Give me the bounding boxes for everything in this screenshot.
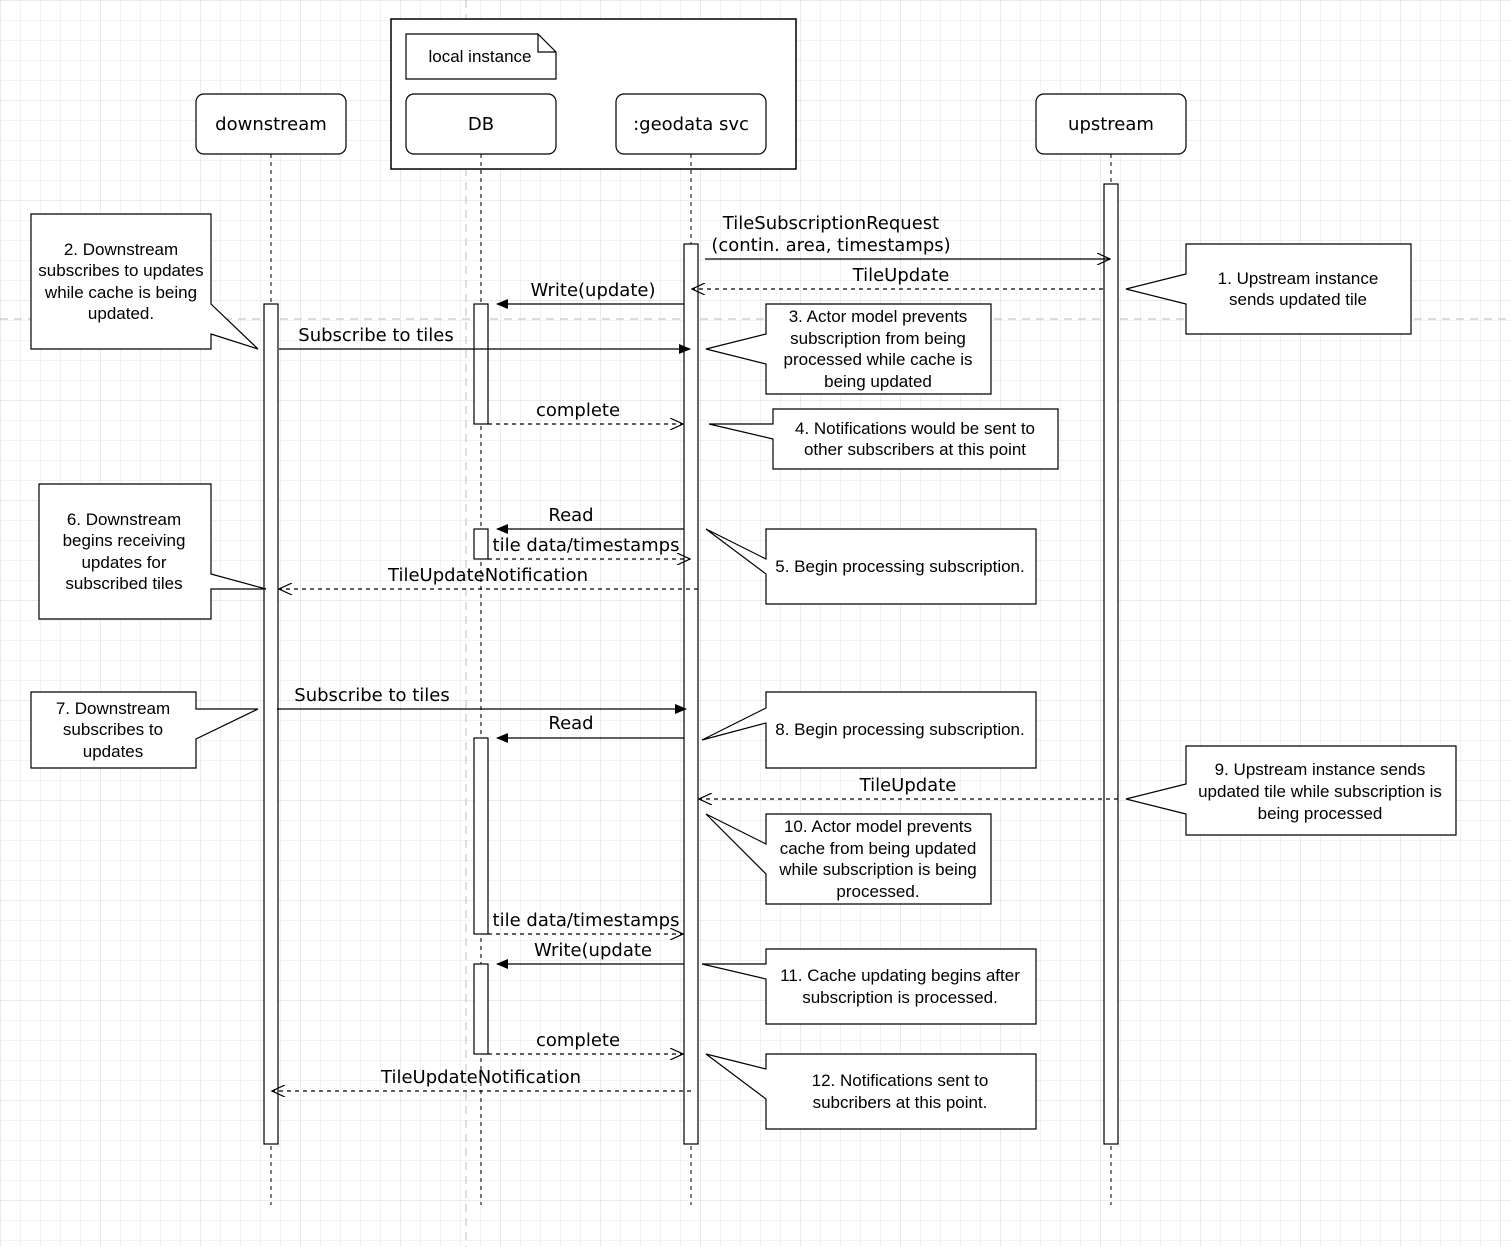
svg-text:processed while cache is: processed while cache is bbox=[784, 350, 973, 369]
note-9[interactable]: 9. Upstream instance sends updated tile … bbox=[1125, 745, 1457, 836]
svg-text:updates for: updates for bbox=[81, 553, 166, 572]
activation-geodata-svc bbox=[683, 243, 699, 1145]
participant-downstream[interactable]: downstream bbox=[195, 93, 347, 155]
frame-label-fold bbox=[537, 34, 556, 53]
note-6[interactable]: 6. Downstream begins receiving updates f… bbox=[38, 483, 267, 620]
note-3[interactable]: 3. Actor model prevents subscription fro… bbox=[705, 303, 992, 395]
svg-text:DB: DB bbox=[468, 114, 494, 135]
svg-text:2. Downstream: 2. Downstream bbox=[64, 240, 178, 259]
activation-db-3 bbox=[473, 737, 489, 935]
svg-text:1. Upstream instance: 1. Upstream instance bbox=[1218, 269, 1379, 288]
svg-text:updated tile while subscriptio: updated tile while subscription is bbox=[1198, 782, 1442, 801]
svg-text:begins receiving: begins receiving bbox=[63, 531, 186, 550]
svg-text:subcribers at this point.: subcribers at this point. bbox=[813, 1093, 988, 1112]
svg-text:cache from being updated: cache from being updated bbox=[780, 839, 977, 858]
note-4[interactable]: 4. Notifications would be sent to other … bbox=[708, 408, 1059, 470]
msg-subscribe-to-tiles-2: Subscribe to tiles bbox=[294, 685, 449, 706]
svg-text:subscribed tiles: subscribed tiles bbox=[65, 574, 182, 593]
frame-label-tag bbox=[405, 33, 557, 80]
note-1[interactable]: 1. Upstream instance sends updated tile bbox=[1125, 243, 1412, 335]
svg-text:while subscription is being: while subscription is being bbox=[778, 860, 977, 879]
msg-complete-2: complete bbox=[536, 1030, 620, 1051]
msg-tile-data-timestamps-2: tile data/timestamps bbox=[493, 910, 680, 931]
msg-tile-update-notification-1: TileUpdateNotification bbox=[387, 565, 588, 586]
msg-tile-update-notification-2: TileUpdateNotification bbox=[380, 1067, 581, 1088]
svg-text:9. Upstream instance sends: 9. Upstream instance sends bbox=[1215, 760, 1426, 779]
participant-upstream[interactable]: upstream bbox=[1035, 93, 1187, 155]
svg-text:11. Cache updating begins afte: 11. Cache updating begins after bbox=[780, 966, 1020, 985]
svg-text:5. Begin processing subscripti: 5. Begin processing subscription. bbox=[775, 557, 1024, 576]
svg-text:sends updated tile: sends updated tile bbox=[1229, 290, 1367, 309]
activation-db-4 bbox=[473, 963, 489, 1055]
svg-text::geodata svc: :geodata svc bbox=[633, 114, 749, 135]
participant-geodata-svc[interactable]: :geodata svc bbox=[615, 93, 767, 155]
msg-subscribe-to-tiles-1: Subscribe to tiles bbox=[298, 325, 453, 346]
svg-text:subscription is processed.: subscription is processed. bbox=[802, 988, 998, 1007]
svg-text:12. Notifications sent to: 12. Notifications sent to bbox=[812, 1071, 989, 1090]
svg-text:7. Downstream: 7. Downstream bbox=[56, 699, 170, 718]
msg-tile-update-1: TileUpdate bbox=[852, 265, 950, 286]
note-7[interactable]: 7. Downstream subscribes to updates bbox=[30, 691, 259, 769]
svg-text:subscription from being: subscription from being bbox=[790, 329, 966, 348]
svg-text:updates: updates bbox=[83, 742, 144, 761]
activation-downstream bbox=[263, 303, 279, 1145]
msg-complete-1: complete bbox=[536, 400, 620, 421]
participant-db[interactable]: DB bbox=[405, 93, 557, 155]
frame-label: local instance bbox=[428, 47, 531, 66]
activation-db-2 bbox=[473, 528, 489, 560]
activation-db-1 bbox=[473, 303, 489, 425]
svg-text:subscribes to updates: subscribes to updates bbox=[38, 261, 203, 280]
svg-text:upstream: upstream bbox=[1068, 114, 1154, 135]
msg-tile-data-timestamps-1: tile data/timestamps bbox=[493, 535, 680, 556]
svg-text:while cache is being: while cache is being bbox=[44, 283, 197, 302]
note-8[interactable]: 8. Begin processing subscription. bbox=[701, 691, 1037, 769]
note-5[interactable]: 5. Begin processing subscription. bbox=[705, 528, 1037, 605]
svg-text:6. Downstream: 6. Downstream bbox=[67, 510, 181, 529]
svg-text:being updated: being updated bbox=[824, 372, 932, 391]
msg-tile-subscription-request-line-2: (contin. area, timestamps) bbox=[711, 235, 950, 256]
svg-text:subscribes to: subscribes to bbox=[63, 720, 163, 739]
svg-text:being processed: being processed bbox=[1258, 804, 1383, 823]
msg-read-2: Read bbox=[548, 713, 593, 734]
activation-upstream bbox=[1103, 183, 1119, 1145]
svg-text:10. Actor model prevents: 10. Actor model prevents bbox=[784, 817, 972, 836]
note-12[interactable]: 12. Notifications sent to subcribers at … bbox=[705, 1053, 1037, 1130]
msg-tile-subscription-request-line-1: TileSubscriptionRequest bbox=[722, 213, 939, 234]
svg-text:3. Actor model prevents: 3. Actor model prevents bbox=[789, 307, 968, 326]
svg-text:updated.: updated. bbox=[88, 304, 154, 323]
msg-tile-update-2: TileUpdate bbox=[859, 775, 957, 796]
svg-text:other subscribers at this poin: other subscribers at this point bbox=[804, 440, 1026, 459]
svg-text:8. Begin processing subscripti: 8. Begin processing subscription. bbox=[775, 720, 1024, 739]
svg-text:4. Notifications would be sent: 4. Notifications would be sent to bbox=[795, 419, 1035, 438]
msg-read-1: Read bbox=[548, 505, 593, 526]
msg-write-update-2: Write(update bbox=[534, 940, 652, 961]
note-11[interactable]: 11. Cache updating begins after subscrip… bbox=[701, 948, 1037, 1025]
msg-write-update-1: Write(update) bbox=[531, 280, 656, 301]
note-2[interactable]: 2. Downstream subscribes to updates whil… bbox=[30, 213, 259, 350]
note-10[interactable]: 10. Actor model prevents cache from bein… bbox=[705, 813, 992, 905]
svg-text:downstream: downstream bbox=[215, 114, 327, 135]
svg-text:processed.: processed. bbox=[836, 882, 919, 901]
